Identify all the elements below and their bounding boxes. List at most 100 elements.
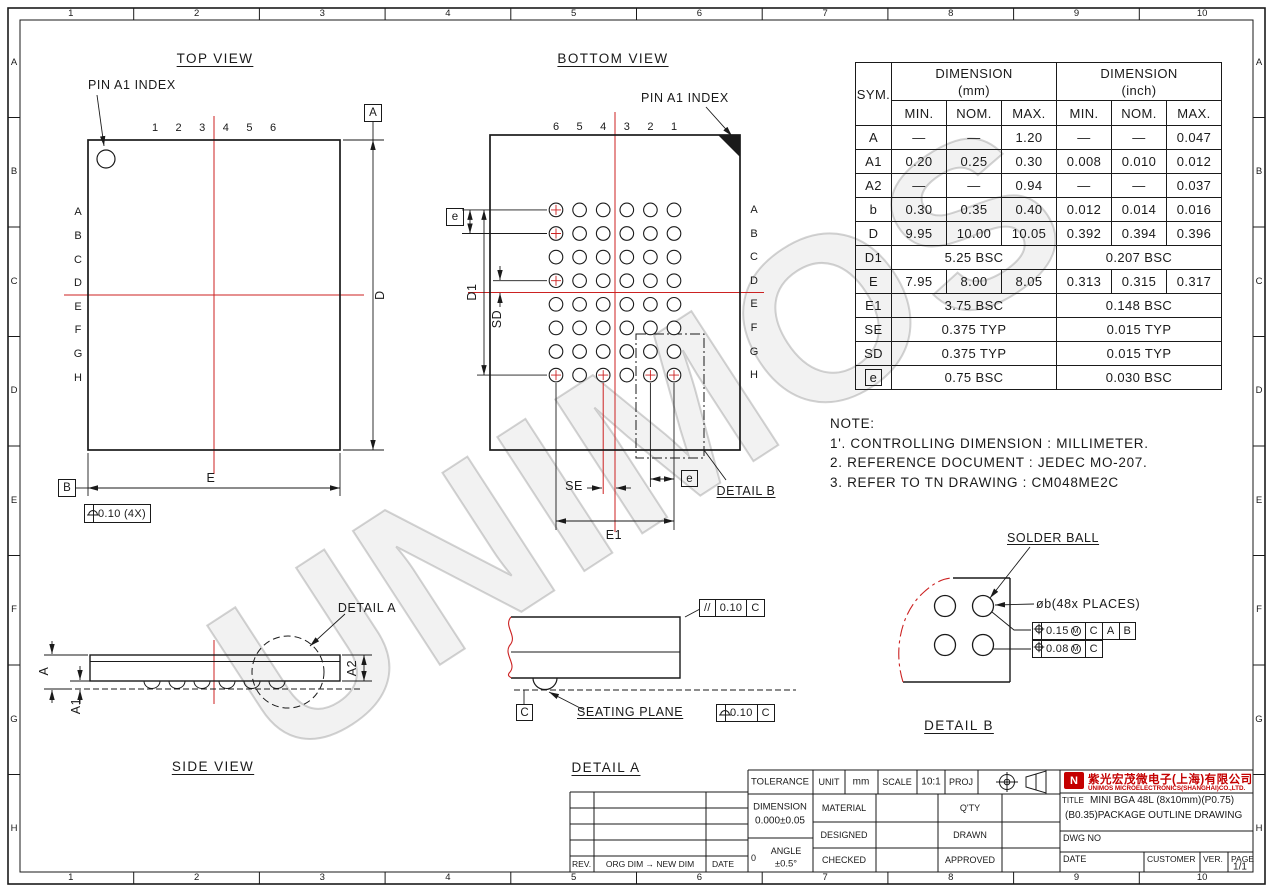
ball-diameter-label: øb(48x PLACES) xyxy=(1036,597,1141,611)
frame-grid-label: 9 xyxy=(1073,8,1080,19)
version-label: VER. xyxy=(1203,854,1223,864)
datum-b-flag: B xyxy=(58,479,76,497)
angle-prefix: 0 xyxy=(751,853,757,863)
bottom-view-pin-a1-label: PIN A1 INDEX xyxy=(641,91,729,105)
flatness-value: 0.10 (4X) xyxy=(93,505,150,522)
pin-a1-index-triangle xyxy=(718,135,740,157)
dimension-tol-value: 0.000±0.05 xyxy=(755,815,805,827)
drawing-title-line2: (B0.35)PACKAGE OUTLINE DRAWING xyxy=(1065,810,1243,821)
position-tolerance-icon xyxy=(1033,641,1045,653)
frame-grid-label: F xyxy=(1256,604,1262,616)
frame-grid-label: 1 xyxy=(68,872,74,883)
frame-grid-label: 4 xyxy=(445,872,451,883)
pin-grid-label: 1 xyxy=(151,122,159,134)
dim-d1-label: D1 xyxy=(465,283,479,301)
flatness-callout: 0.10 (4X) xyxy=(84,504,151,523)
pin-grid-label: F xyxy=(750,321,758,334)
pin-grid-label: 6 xyxy=(552,121,560,133)
frame-grid-label: 5 xyxy=(570,8,577,19)
company-logo: N xyxy=(1064,772,1084,789)
frame-grid-label: D xyxy=(10,385,18,397)
profile-value: 0.10 xyxy=(725,705,757,721)
notes-block: NOTE: 1'. CONTROLLING DIMENSION : MILLIM… xyxy=(830,414,1149,492)
frame-grid-label: 5 xyxy=(570,872,577,883)
dim-d-label: D xyxy=(373,290,387,300)
scale-label: SCALE xyxy=(882,777,912,787)
frame-grid-label: 1 xyxy=(68,8,74,19)
ball-grid xyxy=(548,202,682,383)
pin-grid-label: H xyxy=(74,371,82,384)
top-view-centerlines xyxy=(64,116,364,474)
profile-datum: C xyxy=(756,705,774,721)
detail-a-title: DETAIL A xyxy=(571,760,641,775)
frame-grid-label: H xyxy=(10,823,18,835)
bottom-view-centerlines xyxy=(468,112,764,532)
frame-grid-label: G xyxy=(1255,713,1263,725)
pin-grid-label: E xyxy=(74,300,82,313)
pin-grid-label: E xyxy=(750,298,758,311)
frame-grid-label: 6 xyxy=(696,872,703,883)
frame-grid-label: B xyxy=(10,166,18,178)
frame-grid-label: H xyxy=(1255,823,1263,835)
datum-a-flag: A xyxy=(364,104,382,122)
detail-b-linework xyxy=(903,546,1035,683)
dim-e-top-box: e xyxy=(446,208,464,226)
company-name-cn: 紫光宏茂微电子(上海)有限公司 xyxy=(1088,774,1253,786)
frame-grid-label: 9 xyxy=(1073,872,1080,883)
pin-grid-label: D xyxy=(750,274,758,287)
frame-grid-label: 2 xyxy=(193,8,200,19)
profile-callout: 0.10 C xyxy=(716,704,775,722)
detail-a-callout-label: DETAIL A xyxy=(337,601,397,615)
frame-grid-label: D xyxy=(1255,385,1263,397)
pin-grid-label: C xyxy=(750,251,758,264)
material-label: MATERIAL xyxy=(821,803,867,813)
frame-grid-label: 10 xyxy=(1196,872,1208,883)
position-tolerance-icon xyxy=(1033,623,1045,635)
side-view-linework xyxy=(44,613,372,709)
qty-label: Q'TY xyxy=(959,803,981,813)
dim-a1-label: A1 xyxy=(69,697,83,715)
pin-grid-label: 4 xyxy=(222,122,229,134)
detail-a-linework xyxy=(511,608,796,711)
pin-grid-label: F xyxy=(74,324,82,337)
dim-a2-label: A2 xyxy=(345,659,359,677)
dim-e1-label: E1 xyxy=(605,528,623,542)
parallelism-icon: // xyxy=(704,602,711,614)
dim-se-label: SE xyxy=(565,479,583,493)
frame-grid-label: A xyxy=(1255,56,1263,68)
pin-grid-label: G xyxy=(73,348,83,360)
frame-grid-label: C xyxy=(1255,275,1263,287)
unit-value: mm xyxy=(852,776,870,788)
frame-grid-label: 6 xyxy=(696,8,703,19)
rev-date-label: DATE xyxy=(712,859,735,869)
frame-grid-label: 7 xyxy=(822,872,828,883)
pin-grid-label: 2 xyxy=(647,121,654,133)
third-angle-projection-icon xyxy=(996,770,1047,794)
solder-ball-label: SOLDER BALL xyxy=(1007,531,1100,545)
dim-e-label: E xyxy=(206,471,216,485)
pin-grid-label: B xyxy=(750,227,758,240)
frame-grid-label: 2 xyxy=(193,872,200,883)
drawing-title-line1: MINI BGA 48L (8x10mm)(P0.75) xyxy=(1090,795,1235,806)
detail-a-zone-circle xyxy=(251,635,325,709)
datum-c-flag: C xyxy=(516,704,533,721)
frame-grid-label: 10 xyxy=(1196,8,1208,19)
sheet-frame xyxy=(7,7,1266,885)
pin-grid-label: 3 xyxy=(623,121,630,133)
pin-grid-label: 3 xyxy=(199,122,206,134)
bottom-view-title: BOTTOM VIEW xyxy=(557,51,669,66)
tolerance-label: TOLERANCE xyxy=(751,776,809,788)
note-item: 1'. CONTROLLING DIMENSION : MILLIMETER. xyxy=(830,435,1149,451)
frame-grid-label: F xyxy=(11,604,17,616)
frame-grid-label: 3 xyxy=(319,872,325,883)
angle-label: ANGLE xyxy=(770,846,802,856)
frame-grid-label: B xyxy=(1255,166,1263,178)
frame-grid-label: 3 xyxy=(319,8,325,19)
parallelism-value: 0.10 xyxy=(714,600,747,616)
angle-value: ±0.5° xyxy=(774,858,798,870)
notes-title: NOTE: xyxy=(830,416,875,431)
